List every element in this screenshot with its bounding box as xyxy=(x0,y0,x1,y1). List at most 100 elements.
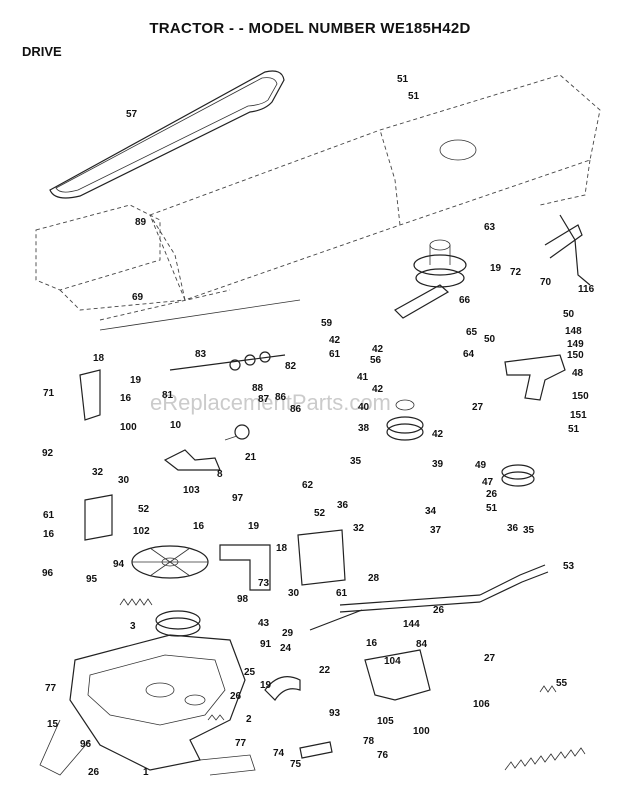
callout-83: 83 xyxy=(195,349,207,360)
callout-18a: 18 xyxy=(93,353,105,364)
callout-69: 69 xyxy=(132,292,144,303)
callout-35b: 35 xyxy=(523,525,535,536)
callout-19a: 19 xyxy=(490,263,502,274)
callout-1: 1 xyxy=(143,767,149,778)
callout-86b: 86 xyxy=(290,404,302,415)
callout-70: 70 xyxy=(540,277,552,288)
callout-66: 66 xyxy=(459,295,471,306)
cooling-fan-94 xyxy=(131,545,209,579)
spring-assembly-83 xyxy=(229,351,271,371)
callout-30a: 30 xyxy=(118,475,130,486)
callout-42c: 42 xyxy=(372,384,384,395)
callout-52b: 52 xyxy=(314,508,326,519)
tube-53 xyxy=(479,564,549,603)
callout-98: 98 xyxy=(237,594,249,605)
callout-42d: 42 xyxy=(432,429,444,440)
frame-drawing xyxy=(35,74,601,321)
callout-19b: 19 xyxy=(130,375,142,386)
callout-10: 10 xyxy=(170,420,182,431)
callout-32b: 32 xyxy=(353,523,365,534)
callout-42b: 42 xyxy=(372,344,384,355)
callout-36b: 36 xyxy=(507,523,519,534)
callout-26b: 26 xyxy=(433,605,445,616)
callout-28: 28 xyxy=(368,573,380,584)
callout-81: 81 xyxy=(162,390,174,401)
spring-55 xyxy=(504,747,586,771)
callout-32a: 32 xyxy=(92,467,104,478)
callout-84: 84 xyxy=(416,639,428,650)
callout-40: 40 xyxy=(358,402,370,413)
callout-96a: 96 xyxy=(42,568,54,579)
rod-70 xyxy=(544,224,583,259)
callout-78: 78 xyxy=(363,736,375,747)
callout-64: 64 xyxy=(463,349,475,360)
callout-51c: 51 xyxy=(568,424,580,435)
hose-93 xyxy=(264,676,301,701)
pulley-47 xyxy=(501,464,535,487)
callout-51b: 51 xyxy=(408,91,420,102)
callout-103: 103 xyxy=(183,485,200,496)
callout-71: 71 xyxy=(43,388,55,399)
callout-106: 106 xyxy=(473,699,490,710)
callout-105: 105 xyxy=(377,716,394,727)
bracket-73 xyxy=(219,544,271,591)
watermark: eReplacementParts.com xyxy=(150,390,391,415)
callout-87: 87 xyxy=(258,394,270,405)
callout-150b: 150 xyxy=(572,391,589,402)
idler-washer-40 xyxy=(395,399,415,411)
diagram-title: TRACTOR - - MODEL NUMBER WE185H42D xyxy=(149,20,471,37)
callout-57: 57 xyxy=(126,109,138,120)
callout-27a: 27 xyxy=(472,402,484,413)
callout-148: 148 xyxy=(565,326,582,337)
callout-38: 38 xyxy=(358,423,370,434)
callout-48: 48 xyxy=(572,368,584,379)
callout-25: 25 xyxy=(244,667,256,678)
callout-61a: 61 xyxy=(329,349,341,360)
bracket-plate-30-center xyxy=(297,529,346,586)
callout-76: 76 xyxy=(377,750,389,761)
callout-35a: 35 xyxy=(350,456,362,467)
callout-95: 95 xyxy=(86,574,98,585)
callout-91: 91 xyxy=(260,639,272,650)
idler-pulley-38 xyxy=(386,416,424,441)
callout-42a: 42 xyxy=(329,335,341,346)
callout-3: 3 xyxy=(130,621,136,632)
callout-55: 55 xyxy=(556,678,568,689)
callout-86a: 86 xyxy=(275,392,287,403)
callout-50b: 50 xyxy=(484,334,496,345)
idler-arm-66 xyxy=(394,284,450,319)
callout-26d: 26 xyxy=(88,767,100,778)
callout-96b: 96 xyxy=(80,739,92,750)
callout-36a: 36 xyxy=(337,500,349,511)
callout-61c: 61 xyxy=(336,588,348,599)
callout-82: 82 xyxy=(285,361,297,372)
callout-100a: 100 xyxy=(120,422,137,433)
spring-95 xyxy=(119,598,153,606)
callout-24: 24 xyxy=(280,643,292,654)
callout-56: 56 xyxy=(370,355,382,366)
drive-belt-57 xyxy=(49,70,285,199)
bracket-plate-30-left xyxy=(84,494,113,541)
callout-51a: 51 xyxy=(397,74,409,85)
idler-bracket-48 xyxy=(504,354,566,401)
callout-61b: 61 xyxy=(43,510,55,521)
shift-lever-8 xyxy=(163,449,221,471)
callout-53: 53 xyxy=(563,561,575,572)
transmission-pulley-3 xyxy=(155,610,201,637)
linkage-rod-81 xyxy=(169,354,286,371)
callout-43: 43 xyxy=(258,618,270,629)
callout-29: 29 xyxy=(282,628,294,639)
callout-92: 92 xyxy=(42,448,54,459)
callout-26c: 26 xyxy=(230,691,242,702)
callout-8: 8 xyxy=(217,469,223,480)
callout-2: 2 xyxy=(246,714,252,725)
callout-27b: 27 xyxy=(484,653,496,664)
callout-89: 89 xyxy=(135,217,147,228)
callout-41: 41 xyxy=(357,372,369,383)
callout-93: 93 xyxy=(329,708,341,719)
callout-116: 116 xyxy=(578,284,595,295)
callout-22: 22 xyxy=(319,665,331,676)
callout-94: 94 xyxy=(113,559,125,570)
